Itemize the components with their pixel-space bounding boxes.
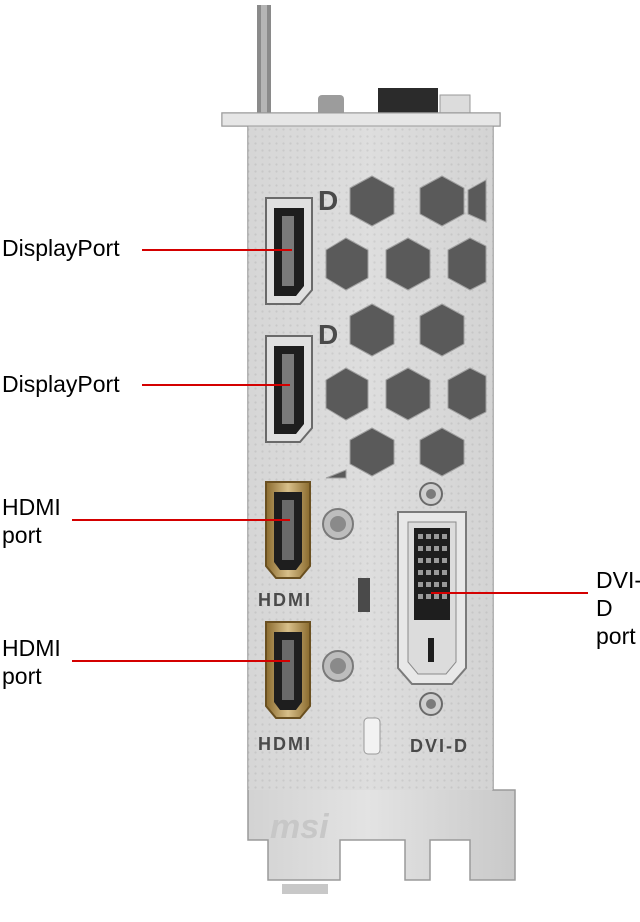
callout-lines — [72, 249, 588, 662]
label-hdmi-top: HDMI port — [2, 494, 61, 548]
card-top-parts — [257, 5, 471, 123]
screw-bottom — [322, 650, 354, 682]
hdmi-bottom-connector — [265, 621, 311, 719]
hdmi-top-connector — [265, 481, 311, 579]
msi-logo: msi — [270, 808, 330, 846]
hdmi-logo-top: HDMI — [258, 590, 312, 610]
label-dvi-d: DVI-D port — [596, 567, 640, 649]
bracket-tab-marking — [282, 884, 328, 894]
dp-logo-top: D — [318, 185, 338, 216]
dvi-d-connector — [397, 482, 467, 716]
label-displayport-top: DisplayPort — [2, 235, 120, 261]
vent-holes — [325, 175, 487, 479]
dp-logo-bottom: D — [318, 319, 338, 350]
hdmi-logo-bottom: HDMI — [258, 734, 312, 754]
displayport-bottom-connector — [265, 335, 313, 443]
label-displayport-bottom: DisplayPort — [2, 371, 120, 397]
label-hdmi-bottom: HDMI port — [2, 635, 61, 689]
screw-top — [322, 508, 354, 540]
bracket-slot — [358, 578, 370, 612]
dvi-d-stamp: DVI-D — [410, 736, 469, 756]
bracket-cutout — [363, 717, 381, 755]
